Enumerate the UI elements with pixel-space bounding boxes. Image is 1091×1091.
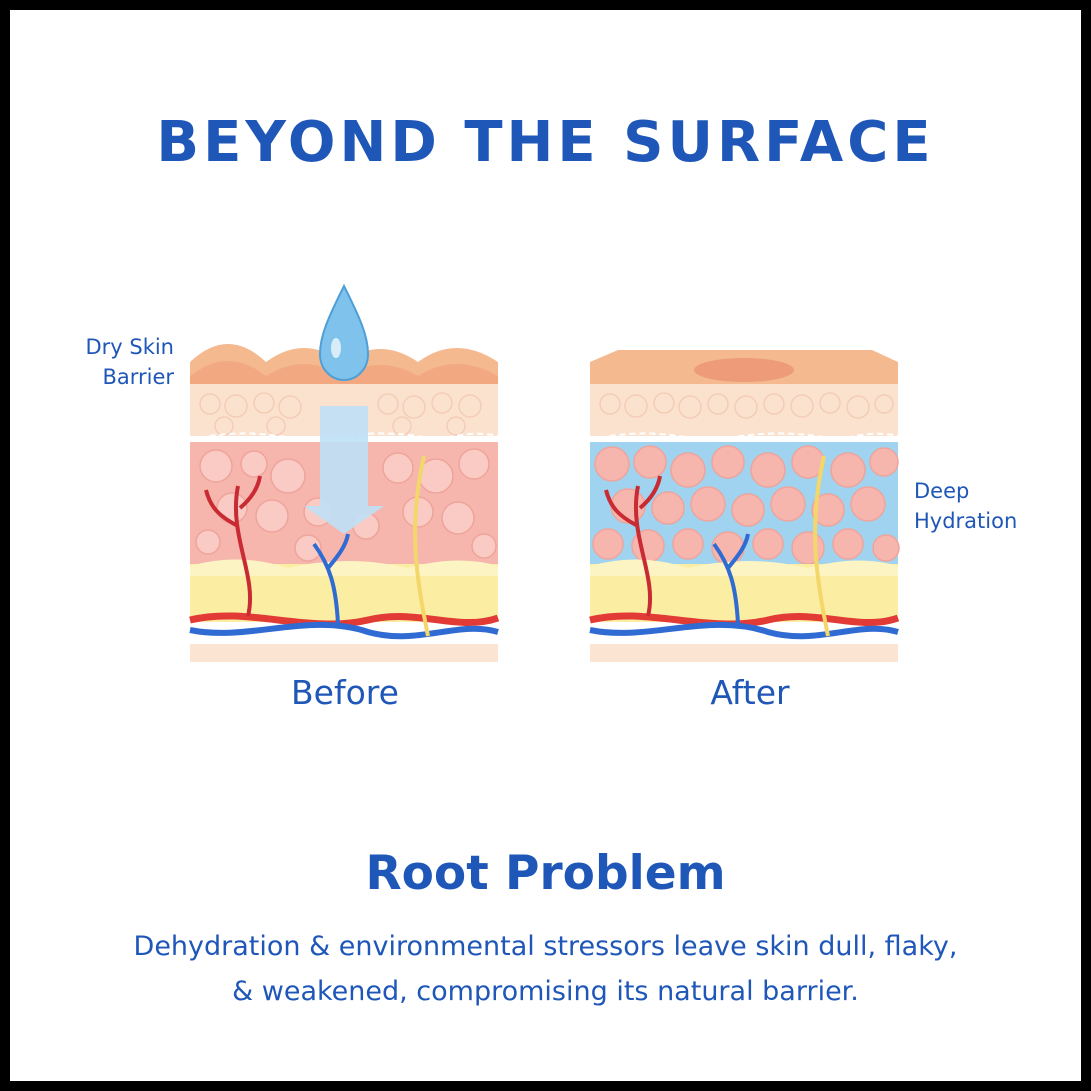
skin-after-illustration (589, 350, 900, 662)
description-text: Dehydration & environmental stressors le… (50, 924, 1041, 1014)
skin-base (190, 644, 498, 662)
deep-hydration-label-line2: Hydration (914, 509, 1018, 533)
vein (189, 621, 499, 640)
description-line1: Dehydration & environmental stressors le… (133, 931, 958, 962)
infographic-frame: BEYOND THE SURFACE Dry Skin Barrier (10, 10, 1081, 1081)
skin-base (590, 644, 898, 662)
dry-skin-label-line2: Barrier (102, 365, 174, 389)
dry-skin-label-line1: Dry Skin (85, 335, 174, 359)
capillary-red (604, 475, 662, 617)
dry-skin-barrier-label: Dry Skin Barrier (70, 332, 174, 392)
water-drop-icon (318, 283, 370, 382)
surface-shade (694, 358, 794, 382)
dermis-cells (592, 445, 900, 565)
artery (189, 612, 500, 628)
capillary-blue (712, 533, 750, 625)
before-caption: Before (291, 673, 399, 712)
deep-hydration-label: Deep Hydration (914, 476, 1054, 536)
down-arrow-icon (304, 406, 384, 534)
fat-highlight (190, 559, 498, 576)
epidermis-cells (199, 392, 482, 436)
fat-highlight (590, 559, 898, 576)
capillary-blue (312, 533, 350, 625)
capillary-red (204, 475, 262, 617)
drop-highlight (331, 338, 341, 358)
section-heading: Root Problem (365, 846, 726, 901)
barrier-line (589, 432, 899, 444)
description-line2: & weakened, compromising its natural bar… (232, 976, 859, 1007)
skin-surface-shade (190, 361, 498, 388)
vein (589, 621, 899, 640)
deep-hydration-label-line1: Deep (914, 479, 970, 503)
epidermis-cells (599, 392, 894, 419)
epidermis-layer (590, 384, 898, 436)
after-caption: After (710, 673, 790, 712)
hair-follicle (813, 455, 830, 637)
skin-before-illustration (189, 283, 500, 662)
artery (589, 612, 900, 628)
hair-follicle (413, 455, 430, 637)
page-title: BEYOND THE SURFACE (156, 110, 935, 175)
